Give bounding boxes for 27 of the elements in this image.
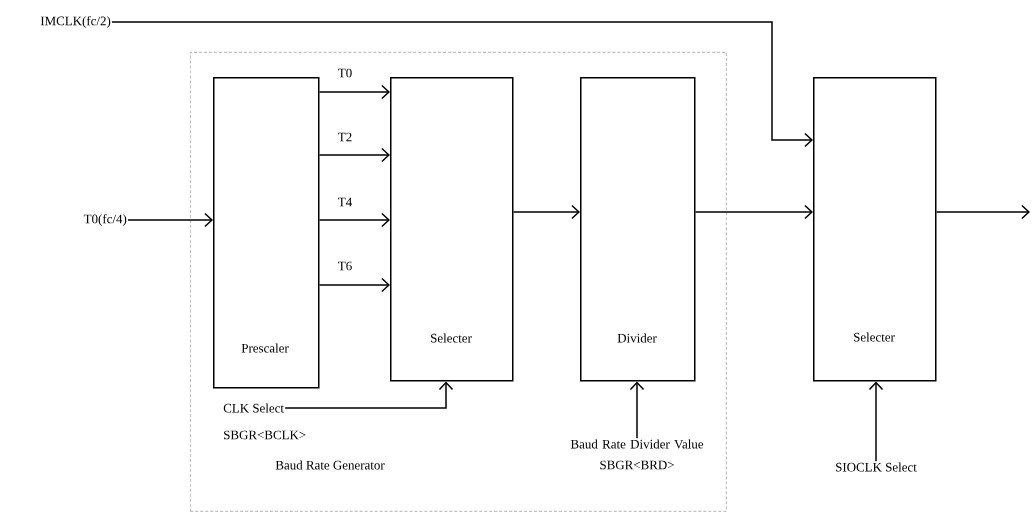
edge-label: T0 (338, 68, 352, 78)
arrow (868, 381, 884, 462)
register-label: SBGR<BRD> (600, 460, 674, 470)
edge-label: T4 (338, 197, 352, 207)
arrow (111, 21, 813, 148)
arrow (127, 212, 213, 228)
signal-label: IMCLK(fc/2) (40, 16, 111, 28)
signal-label: T0(fc/4) (83, 214, 127, 226)
block-box: Selecter (813, 77, 937, 382)
signal-label: SIOCLK Select (836, 462, 917, 472)
signal-label: CLK Select (223, 403, 284, 413)
arrow (318, 277, 390, 293)
signal-label: Baud Rate Divider Value (570, 439, 704, 449)
edge-label: T2 (338, 132, 352, 142)
register-label: SBGR<BCLK> (224, 430, 306, 440)
arrow (935, 204, 1030, 220)
arrow (318, 84, 390, 100)
arrow (284, 381, 454, 409)
arrow (629, 381, 645, 439)
edge-label: T6 (338, 261, 352, 271)
block-box: Prescaler (213, 77, 320, 389)
arrow (318, 212, 390, 228)
arrow (512, 204, 580, 220)
block-box: Divider (580, 77, 696, 382)
arrow (318, 147, 390, 163)
arrow (694, 204, 813, 220)
block-box: Selecter (390, 77, 514, 382)
